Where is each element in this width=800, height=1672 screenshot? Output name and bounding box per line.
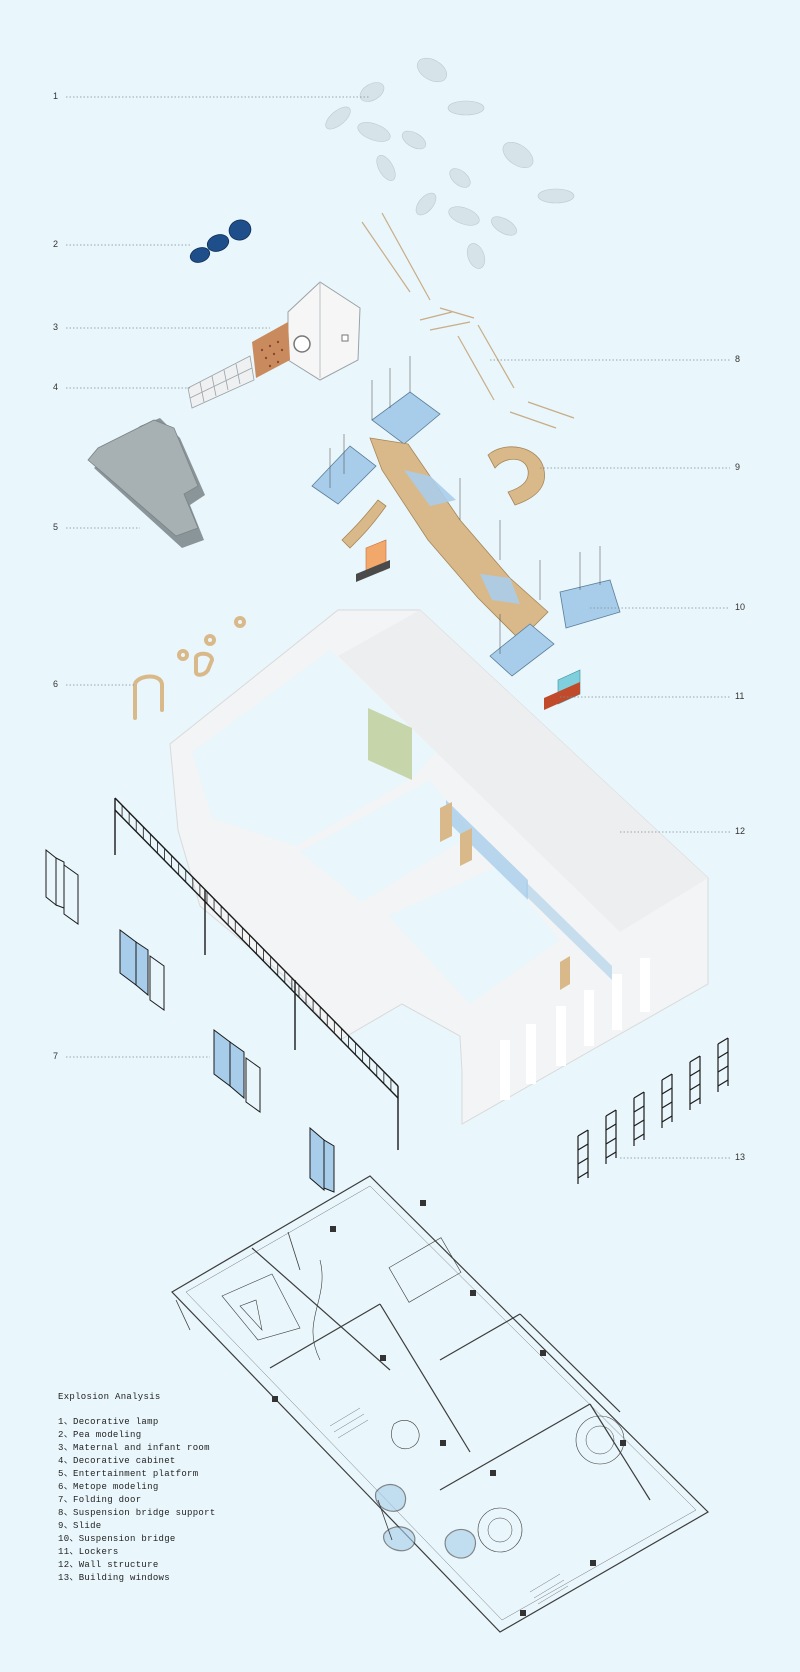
legend-list: 1、Decorative lamp 2、Pea modeling 3、Mater… [58,1416,298,1585]
legend-item: 10、Suspension bridge [58,1534,176,1544]
lockers [544,669,581,710]
window-frame [577,1129,589,1184]
suspension-bridge [311,356,621,677]
decorative-lamp-clouds [325,57,575,269]
callout-5: 5 [53,522,59,532]
floor-plan [171,1175,709,1633]
callout-7: 7 [53,1051,59,1061]
callout-8: 8 [735,354,741,364]
leader-lines [66,96,730,1159]
decorative-cabinet [187,355,255,409]
legend-item: 3、Maternal and infant room [58,1443,210,1453]
callout-3: 3 [53,322,59,332]
suspension-bridge-support [361,212,575,429]
callout-12: 12 [735,826,746,836]
window-frame [717,1037,729,1092]
callout-4: 4 [53,382,59,392]
legend-item: 12、Wall structure [58,1560,159,1570]
slide [341,446,545,549]
wall-structure [169,609,709,1125]
legend-item: 5、Entertainment platform [58,1469,199,1479]
window-frame [633,1091,645,1146]
metope-modeling [133,616,246,720]
pea-modeling [189,219,252,263]
callout-10: 10 [735,602,746,612]
callout-9: 9 [735,462,741,472]
callout-13: 13 [735,1152,746,1162]
callout-6: 6 [53,679,59,689]
legend-item: 9、Slide [58,1521,102,1531]
legend-item: 13、Building windows [58,1573,170,1583]
callout-1: 1 [53,91,59,101]
window-frame [689,1055,701,1110]
window-frame [661,1073,673,1128]
legend-item: 2、Pea modeling [58,1430,142,1440]
entertainment-platform [87,418,205,548]
folding-doors [45,848,335,1193]
callout-11: 11 [735,691,745,701]
legend-item: 1、Decorative lamp [58,1417,159,1427]
bridge-lockers [356,539,390,582]
legend-item: 6、Metope modeling [58,1482,159,1492]
building-windows [577,1037,729,1184]
legend-title: Explosion Analysis [58,1392,161,1402]
legend-item: 8、Suspension bridge support [58,1508,216,1518]
legend: Explosion Analysis 1、Decorative lamp 2、P… [58,1392,298,1585]
maternal-infant-room [252,281,361,381]
callout-2: 2 [53,239,59,249]
legend-item: 7、Folding door [58,1495,142,1505]
window-frame [605,1109,617,1164]
legend-item: 4、Decorative cabinet [58,1456,176,1466]
legend-item: 11、Lockers [58,1547,119,1557]
